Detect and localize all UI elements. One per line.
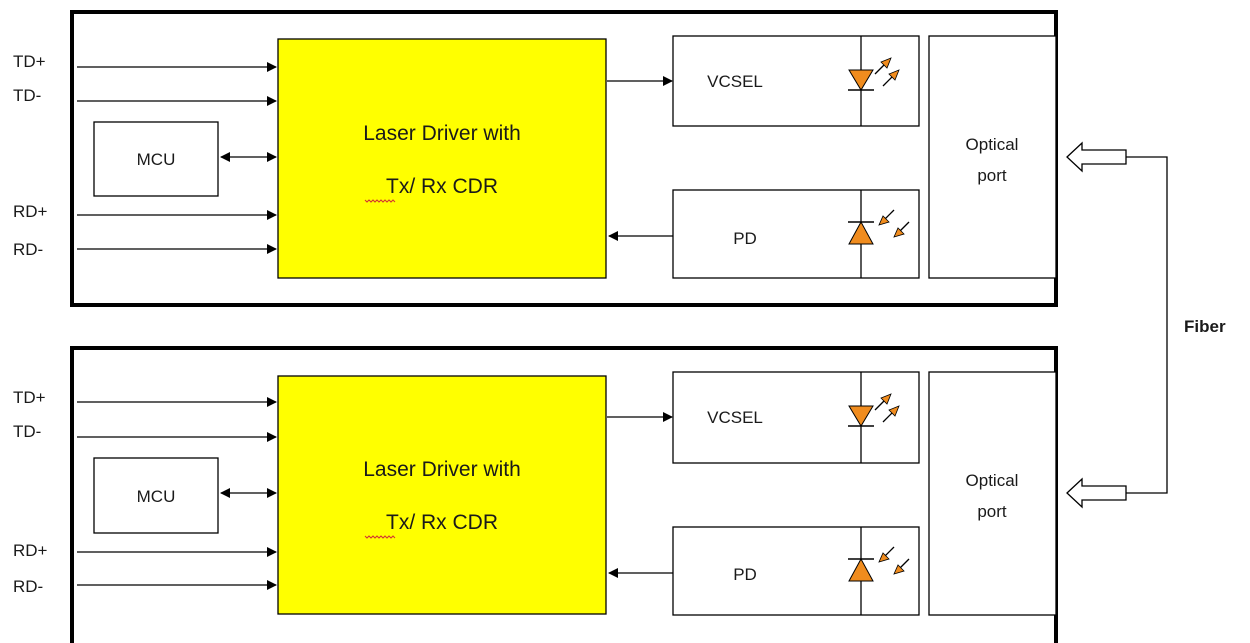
fiber-port-arrow-icon [1066, 141, 1127, 173]
laser-driver-box [277, 38, 607, 279]
photodiode-icon [848, 527, 910, 615]
laser-driver-label-line2: Tx/ Rx CDR [386, 511, 498, 534]
spellcheck-squiggle [364, 199, 396, 203]
transceiver-module-1: TD+ TD- RD+ RD- MCU Laser Driver with Tx… [13, 10, 1127, 307]
laser-driver-box [277, 375, 607, 615]
pd-label: PD [733, 565, 757, 584]
pin-td-minus: TD- [13, 86, 41, 105]
mcu-label: MCU [137, 487, 176, 506]
vcsel-label: VCSEL [707, 408, 763, 427]
fiber-port-arrow-icon [1066, 477, 1127, 509]
optical-port-label-line1: Optical [966, 471, 1019, 490]
mcu-label: MCU [137, 150, 176, 169]
mcu-box [93, 457, 219, 534]
fiber-link-line [1126, 156, 1168, 494]
vcsel-diode-icon [848, 372, 900, 463]
mcu-box [93, 121, 219, 197]
laser-driver-label-line2: Tx/ Rx CDR [386, 175, 498, 198]
pin-td-plus: TD+ [13, 52, 46, 71]
fiber-label: Fiber [1184, 317, 1226, 336]
pd-label: PD [733, 229, 757, 248]
optical-port-box [928, 371, 1057, 616]
pin-rd-plus: RD+ [13, 541, 48, 560]
transceiver-module-2: TD+ TD- RD+ RD- MCU Laser Driver with Tx… [13, 346, 1127, 643]
optical-port-label-line2: port [977, 502, 1007, 521]
vcsel-box [672, 35, 920, 127]
pin-rd-minus: RD- [13, 577, 43, 596]
pin-td-minus: TD- [13, 422, 41, 441]
vcsel-diode-icon [848, 36, 900, 126]
vcsel-label: VCSEL [707, 72, 763, 91]
pd-box [672, 189, 920, 279]
optical-port-label-line2: port [977, 166, 1007, 185]
laser-driver-label-line1: Laser Driver with [363, 122, 521, 145]
pin-rd-minus: RD- [13, 240, 43, 259]
optical-port-label-line1: Optical [966, 135, 1019, 154]
pin-rd-plus: RD+ [13, 202, 48, 221]
pd-box [672, 526, 920, 616]
spellcheck-squiggle [364, 535, 396, 539]
pin-td-plus: TD+ [13, 388, 46, 407]
laser-driver-label-line1: Laser Driver with [363, 458, 521, 481]
optical-port-box [928, 35, 1057, 279]
photodiode-icon [848, 190, 910, 278]
vcsel-box [672, 371, 920, 464]
